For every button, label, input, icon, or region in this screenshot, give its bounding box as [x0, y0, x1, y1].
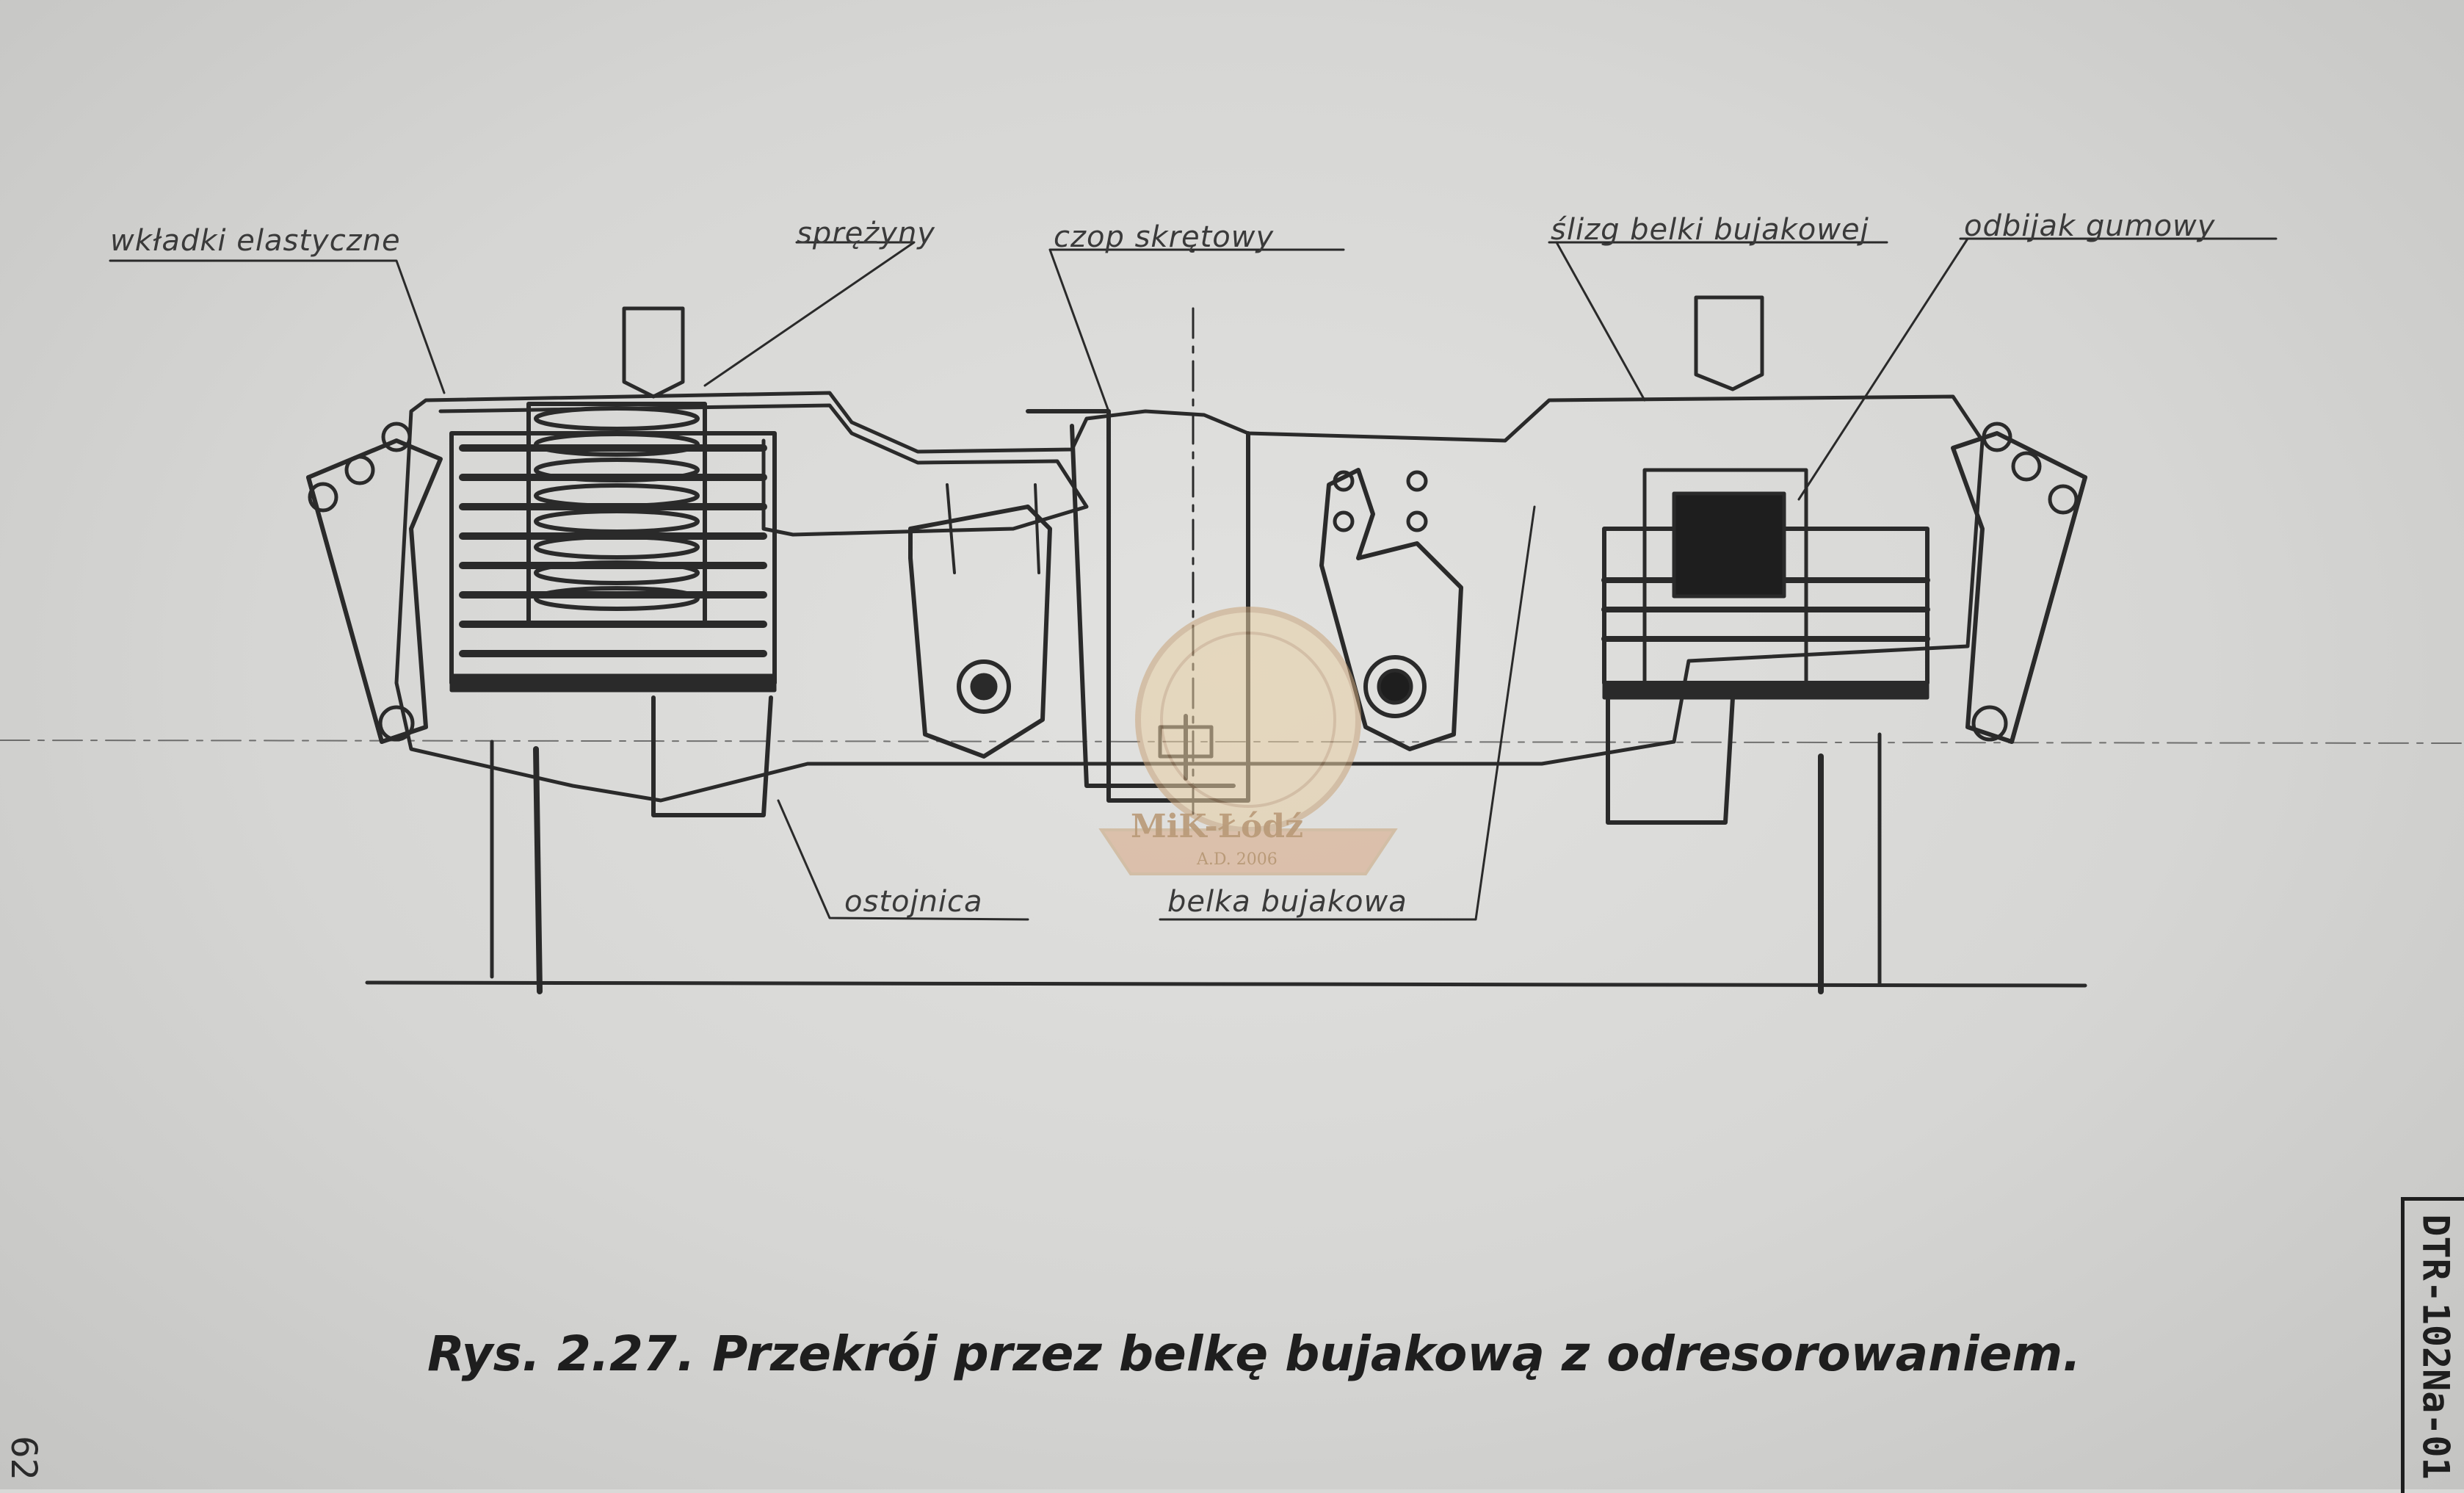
- leader-ostojnica: [777, 799, 1029, 921]
- stamp-text: MiK-Łódź: [1131, 808, 1304, 845]
- bolster-beam-inner: [438, 403, 1089, 537]
- left-hanger: [908, 483, 1052, 759]
- label-sprezyny: sprężyny: [797, 217, 935, 250]
- leader-wkladki: [109, 259, 446, 394]
- label-ostojnica: ostojnica: [844, 885, 983, 919]
- bolster-beam-outline: [394, 391, 1985, 803]
- right-side-frame-box: [1606, 695, 1735, 825]
- museum-stamp: [1098, 607, 1398, 875]
- page-number: 62: [3, 1436, 44, 1481]
- ground-line: [365, 980, 2087, 988]
- right-swing-link: [1951, 422, 2087, 744]
- document-code-box: DTR-102Na-01: [2401, 1197, 2464, 1493]
- document-code: DTR-102Na-01: [2415, 1214, 2458, 1480]
- leader-czop: [1048, 248, 1345, 413]
- label-wkladki-elastyczne: wkładki elastyczne: [110, 224, 401, 258]
- left-swing-link: [306, 422, 443, 744]
- leader-belka: [1159, 505, 1536, 921]
- right-post: [1694, 295, 1764, 391]
- figure-caption: Przekrój przez belkę bujakową z odresoro…: [712, 1326, 2081, 1382]
- label-belka-bujakowa: belka bujakowa: [1167, 885, 1407, 919]
- left-post: [622, 306, 685, 399]
- leader-sprezyny: [703, 241, 916, 387]
- leader-slizg: [1548, 241, 1888, 402]
- figure-number: Rys. 2.27.: [427, 1326, 695, 1382]
- label-odbijak-gumowy: odbijak gumowy: [1964, 209, 2216, 243]
- label-czop-skretowy: czop skrętowy: [1054, 220, 1275, 254]
- right-spring-pack: [1601, 468, 1930, 700]
- left-spring-pack: [449, 402, 777, 693]
- stamp-year: A.D. 2006: [1197, 850, 1278, 869]
- left-side-frame-box: [651, 695, 773, 817]
- leader-odbijak: [1797, 237, 2278, 501]
- label-slizg-belki: ślizg belki bujakowej: [1551, 213, 1869, 247]
